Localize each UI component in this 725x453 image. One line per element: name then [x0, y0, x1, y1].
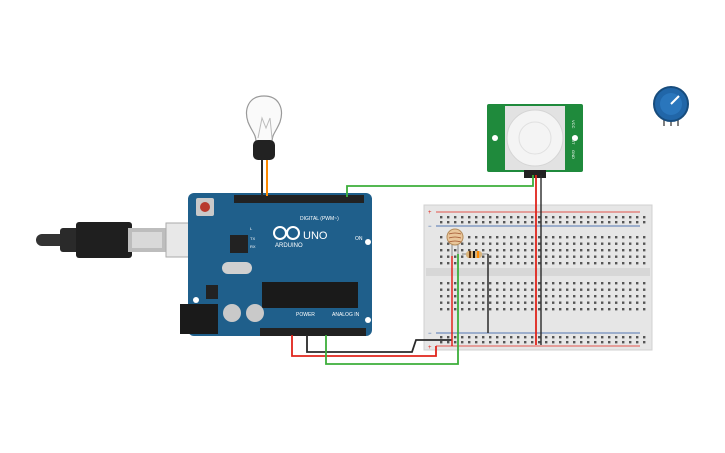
tx-label: TX — [250, 236, 255, 241]
l-label: L — [250, 226, 253, 231]
wires — [291, 175, 542, 365]
rail-minus-top: − — [428, 224, 432, 230]
power-label: POWER — [296, 312, 315, 318]
wire-black-gnd — [306, 335, 452, 353]
resistor-icon[interactable] — [462, 251, 488, 258]
pir-gnd-label: GND — [571, 150, 576, 159]
arduino-brand-label: ARDUINO — [275, 243, 303, 249]
potentiometer-icon[interactable] — [653, 86, 689, 126]
rail-minus-bottom: − — [428, 331, 432, 337]
digital-header — [234, 195, 364, 203]
power-jack — [180, 304, 218, 334]
pir-vcc-label: VCC — [571, 120, 576, 129]
photoresistor-icon[interactable] — [446, 228, 464, 256]
rail-plus-bottom: + — [428, 345, 432, 351]
rx-label: RX — [250, 244, 256, 249]
wire-red-5v — [291, 335, 437, 357]
arduino-model-label: UNO — [303, 230, 328, 242]
breadboard[interactable]: + − − + — [423, 204, 653, 351]
wire-green-analog — [325, 254, 459, 365]
wire-green-signal — [346, 175, 534, 197]
light-bulb-icon[interactable] — [245, 95, 283, 196]
analog-label: ANALOG IN — [332, 312, 360, 318]
microcontroller-chip — [262, 282, 358, 308]
rail-plus-top: + — [428, 210, 432, 216]
arduino-logo — [273, 226, 300, 240]
on-label: ON — [355, 236, 363, 242]
usb-cable-icon[interactable] — [36, 222, 193, 258]
arduino-board[interactable]: ARDUINO UNO DIGITAL (PWM~) POWER ANALOG … — [180, 193, 372, 336]
pir-out-label: OUT — [571, 136, 576, 145]
breadboard-holes — [440, 216, 646, 344]
power-header — [260, 328, 366, 336]
digital-label: DIGITAL (PWM~) — [300, 216, 339, 222]
pir-sensor[interactable]: VCC OUT GND — [487, 104, 583, 178]
